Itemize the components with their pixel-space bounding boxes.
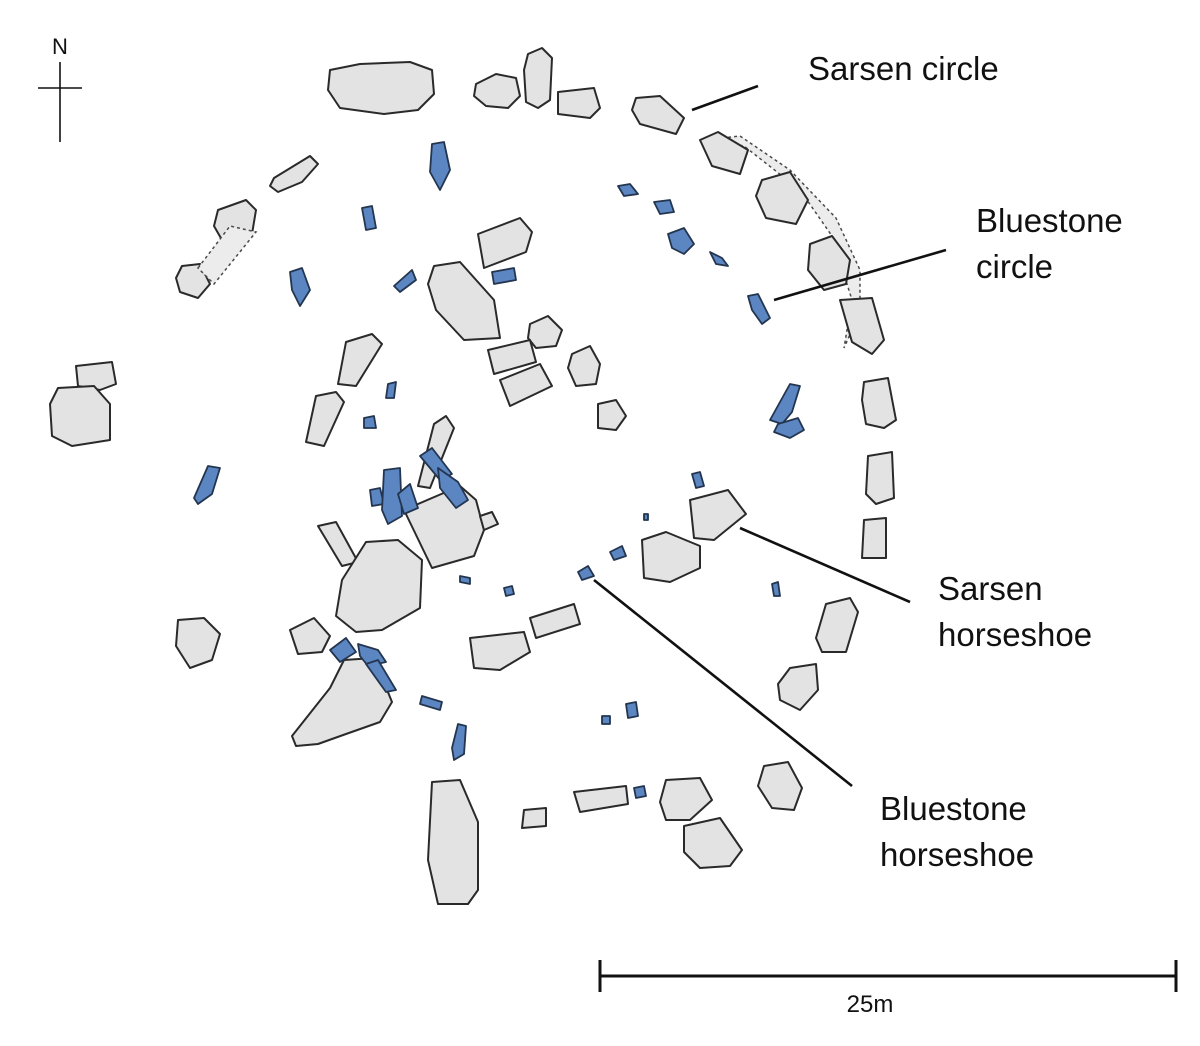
leader-sarsen-circle [691,84,759,112]
sarsen-stone [567,345,601,387]
sarsen-stone [327,61,435,115]
sarsen-stone [175,617,221,669]
bluestone [747,293,771,325]
bluestone [437,467,469,509]
bluestones [193,141,805,799]
sarsen-stone [597,399,627,431]
north-label: N [52,34,68,59]
bluestone [451,723,467,761]
bluestone [601,715,611,725]
sarsen-stone [839,297,885,355]
bluestone [773,417,805,439]
sarsen-stone [499,363,553,407]
sarsen-stone [815,597,859,653]
sarsen-stone [861,377,897,429]
bluestone [365,659,397,693]
label-bluestone-circle-line2: circle [976,248,1053,285]
sarsen-stone [527,315,563,349]
bluestone [419,695,443,711]
sarsen-stone [487,339,537,375]
bluestone [617,183,639,197]
label-bluestone-horseshoe-line2: horseshoe [880,836,1034,873]
bluestone [771,581,781,597]
labels: Sarsen circle Bluestone circle Sarsen ho… [808,50,1123,873]
leader-bluestone-horseshoe [593,578,853,788]
sarsen-stone [427,261,501,341]
scale-bar-label: 25m [847,991,894,1018]
leader-bluestone-circle [773,248,947,302]
sarsen-stone [75,361,117,391]
bluestone [577,565,595,581]
sarsen-stone [755,171,809,225]
sarsen-stone [683,817,743,869]
scale-bar: 25m [598,960,1178,1018]
bluestone [633,785,647,799]
bluestone [503,585,515,597]
bluestone [769,383,801,425]
sarsen-stone [659,777,713,821]
bluestone [667,227,695,255]
sarsen-stone [689,489,747,541]
bluestone [653,199,675,215]
sarsen-stone [337,333,383,387]
sarsen-stone [523,47,553,109]
bluestone [691,471,705,489]
bluestone [491,267,517,285]
bluestone [459,575,471,585]
sarsen-stone [427,779,479,905]
sarsen-stone [807,235,851,291]
bluestone [709,251,729,267]
sarsen-stone [573,785,629,813]
sarsen-stone [865,451,895,505]
sarsen-stone [269,155,319,193]
north-arrow: N [38,34,82,142]
fallen-lintel-segment [197,225,258,286]
sarsen-stone [477,217,533,269]
bluestone [643,513,649,521]
label-bluestone-circle: Bluestone [976,202,1123,239]
sarsen-stone [641,531,701,583]
sarsen-stone [289,617,331,655]
bluestone [193,465,221,505]
bluestone [289,267,311,307]
sarsen-stone [305,391,345,447]
leader-sarsen-horseshoe [739,526,911,604]
sarsen-stone [861,517,887,559]
sarsen-stone [335,539,423,633]
bluestone [385,381,397,399]
sarsen-stone [469,631,531,671]
bluestone [361,205,377,231]
bluestone [393,269,417,293]
bluestone [397,483,419,515]
bluestone [625,701,639,719]
sarsen-stone [473,73,521,109]
sarsen-stone [317,521,359,567]
sarsen-stone [521,807,547,829]
bluestone [329,637,357,663]
bluestone [429,141,451,191]
bluestone [609,545,627,561]
sarsen-stone [777,663,819,711]
bluestone [381,467,403,525]
sarsen-stone [557,87,601,119]
sarsen-stone [757,761,803,811]
bluestone [363,415,377,429]
sarsen-stones [49,47,897,905]
label-sarsen-circle: Sarsen circle [808,50,999,87]
fallen-lintel-segment [703,135,861,349]
label-bluestone-horseshoe: Bluestone [880,790,1027,827]
sarsen-stone [529,603,581,639]
sarsen-stone [631,95,685,135]
label-sarsen-horseshoe: Sarsen [938,570,1043,607]
sarsen-stone [479,511,499,531]
leader-lines [593,84,947,788]
label-sarsen-horseshoe-line2: horseshoe [938,616,1092,653]
sarsen-stone [699,131,749,175]
sarsen-stone [49,385,111,447]
